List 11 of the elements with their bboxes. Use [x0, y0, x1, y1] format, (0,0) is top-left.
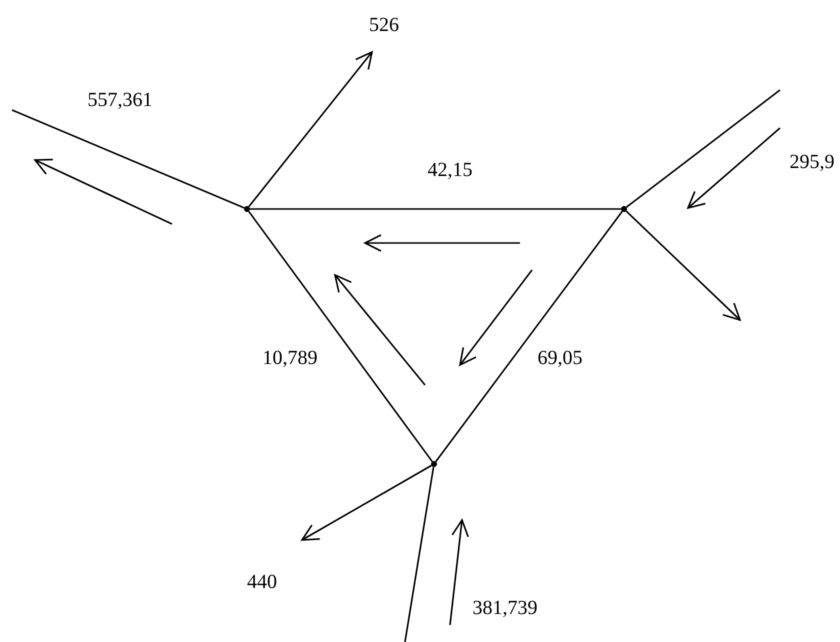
- pipe-line: [626, 89, 780, 208]
- pipe-line: [12, 109, 245, 209]
- arrow: [248, 51, 373, 208]
- arrow: [301, 464, 432, 541]
- pipe-line: [248, 210, 433, 462]
- pipe-line: [404, 466, 434, 642]
- junction-point: [244, 206, 250, 212]
- pipe-line: [435, 210, 623, 462]
- arrow: [626, 210, 741, 321]
- junction-point: [621, 206, 627, 212]
- pipe-line: [250, 208, 621, 210]
